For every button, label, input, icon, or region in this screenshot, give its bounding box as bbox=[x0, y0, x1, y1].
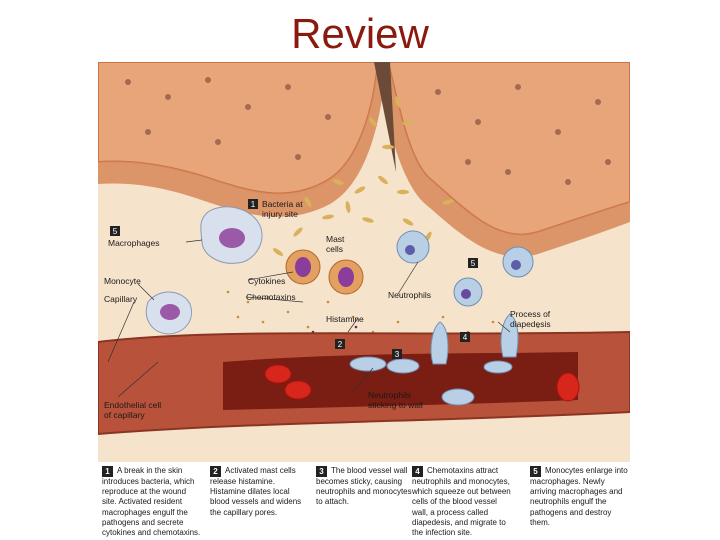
label-endothelial-2: of capillary bbox=[104, 410, 145, 420]
monocyte-cell bbox=[145, 291, 192, 335]
label-sticking-1: Neutrophils bbox=[368, 390, 411, 400]
step-5-text: Monocytes enlarge into macrophages. Newl… bbox=[530, 466, 628, 527]
label-neutrophils: Neutrophils bbox=[388, 290, 431, 300]
step-3-number: 3 bbox=[316, 466, 327, 477]
label-process-2: diapedesis bbox=[510, 319, 551, 329]
mast-cells bbox=[285, 249, 364, 295]
slide-title: Review bbox=[291, 10, 429, 57]
label-chemotaxins: Chemotaxins bbox=[246, 292, 296, 302]
label-histamine: Histamine bbox=[326, 314, 364, 324]
label-mast-2: cells bbox=[326, 244, 343, 254]
step-4-text: Chemotaxins attract neutrophils and mono… bbox=[412, 466, 511, 538]
red-blood-cells bbox=[264, 364, 580, 402]
step-3-text: The blood vessel wall becomes sticky, ca… bbox=[316, 466, 412, 507]
skin-cell-nuclei bbox=[125, 77, 611, 185]
neutrophils-in-vessel bbox=[349, 356, 513, 406]
label-sticking-2: sticking to wall bbox=[368, 400, 423, 410]
label-bacteria-1: Bacteria at bbox=[262, 199, 303, 209]
marker-2: 2 bbox=[338, 340, 343, 349]
marker-5b: 5 bbox=[471, 259, 476, 268]
diapedesis-cells bbox=[430, 313, 519, 365]
leader-lines bbox=[107, 239, 511, 398]
tissue-neutrophils bbox=[396, 230, 534, 307]
label-endothelial-1: Endothelial cell bbox=[104, 400, 161, 410]
macrophage-cell bbox=[200, 206, 263, 264]
step-2-text: Activated mast cells release histamine. … bbox=[210, 466, 302, 517]
splinter bbox=[374, 62, 396, 172]
step-1-text: A break in the skin introduces bacteria,… bbox=[102, 466, 201, 538]
step-4-number: 4 bbox=[412, 466, 423, 477]
step-1-number: 1 bbox=[102, 466, 113, 477]
step-markers: 1 2 3 4 5 5 bbox=[110, 199, 478, 359]
label-cytokines: Cytokines bbox=[248, 276, 285, 286]
marker-5a: 5 bbox=[113, 227, 118, 236]
marker-3: 3 bbox=[395, 350, 400, 359]
step-2-number: 2 bbox=[210, 466, 221, 477]
marker-1: 1 bbox=[251, 200, 256, 209]
label-capillary: Capillary bbox=[104, 294, 138, 304]
step-5-number: 5 bbox=[530, 466, 541, 477]
label-mast-1: Mast bbox=[326, 234, 345, 244]
marker-4: 4 bbox=[463, 333, 468, 342]
label-monocyte: Monocyte bbox=[104, 276, 141, 286]
label-macrophages: Macrophages bbox=[108, 238, 160, 248]
inflammation-diagram: 1 2 3 4 5 5 Bacteria at injury site Macr… bbox=[98, 62, 630, 462]
label-bacteria-2: injury site bbox=[262, 209, 298, 219]
label-process-1: Process of bbox=[510, 309, 551, 319]
